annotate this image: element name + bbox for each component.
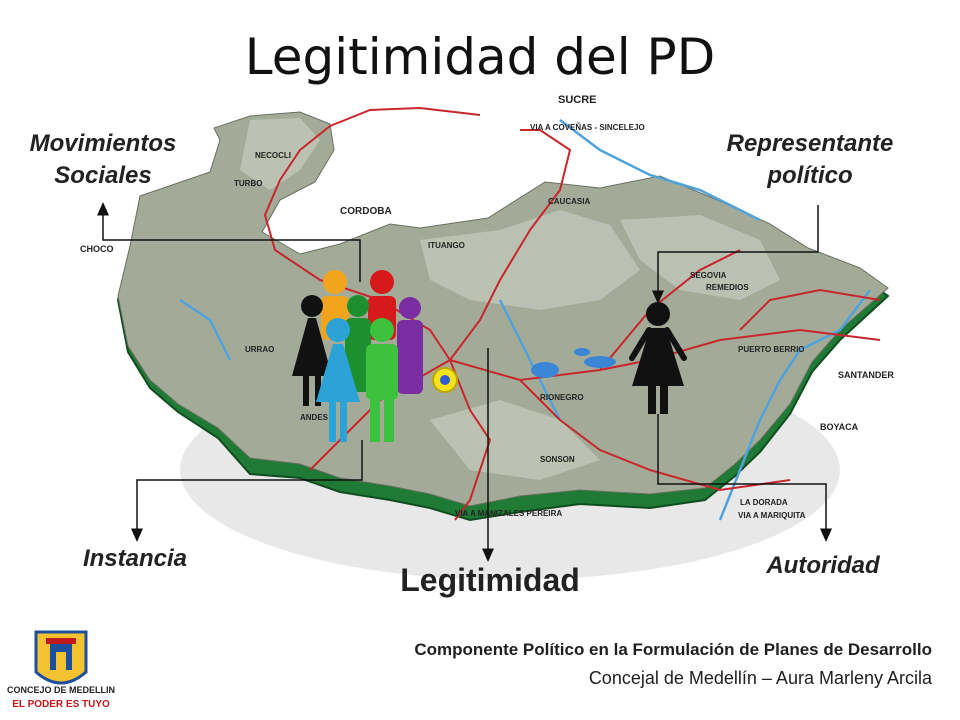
place-boyaca: BOYACA xyxy=(820,422,859,432)
place-via-mariquita: VIA A MARIQUITA xyxy=(738,511,806,520)
place-necocli: NECOCLI xyxy=(255,151,291,160)
label-movimientos-line2: Sociales xyxy=(54,162,152,189)
footer-author: Concejal de Medellín – Aura Marleny Arci… xyxy=(588,668,932,688)
place-turbo: TURBO xyxy=(234,179,262,188)
place-sucre: SUCRE xyxy=(558,94,597,106)
label-representante-line2: político xyxy=(767,162,853,189)
label-instancia: Instancia xyxy=(82,545,188,572)
label-representante-line1: Representante xyxy=(726,130,894,157)
place-urrao: URRAO xyxy=(245,345,274,354)
label-representante-politico: Representante político xyxy=(700,128,920,192)
concejo-logo-icon xyxy=(6,622,116,702)
place-santander: SANTANDER xyxy=(838,370,894,380)
medellin-marker xyxy=(432,367,458,393)
map-relief-patches xyxy=(240,118,780,480)
page-title: Legitimidad del PD xyxy=(244,28,716,86)
map-lakes xyxy=(531,348,616,378)
map-rivers xyxy=(179,119,871,521)
logo-text-slogan: EL PODER ES TUYO xyxy=(12,699,110,710)
place-via-manizales: VIA A MANIZALES PEREIRA xyxy=(455,509,562,518)
arrow-to-autoridad xyxy=(657,414,832,542)
map-roads xyxy=(263,106,881,521)
map-top-surface xyxy=(117,111,889,507)
place-sonson: SONSON xyxy=(540,455,575,464)
place-andes: ANDES xyxy=(300,413,329,422)
place-segovia: SEGOVIA xyxy=(690,271,727,280)
label-autoridad: Autoridad xyxy=(766,552,880,579)
logo-text-concejo: CONCEJO DE MEDELLIN xyxy=(6,685,115,695)
place-puerto-berrio: PUERTO BERRIO xyxy=(738,345,805,354)
label-movimientos-line1: Movimientos xyxy=(29,130,177,157)
place-caucasia: CAUCASIA xyxy=(548,197,590,206)
place-rionegro: RIONEGRO xyxy=(540,393,584,402)
label-legitimidad: Legitimidad xyxy=(400,562,580,598)
footer-subtitle: Componente Político en la Formulación de… xyxy=(414,640,932,659)
place-choco: CHOCO xyxy=(80,244,114,254)
label-movimientos-sociales: Movimientos Sociales xyxy=(8,128,198,192)
map-place-labels: SUCRE VIA A COVEÑAS - SINCELEJO CORDOBA … xyxy=(80,94,894,520)
place-la-dorada: LA DORADA xyxy=(740,498,788,507)
place-ituango: ITUANGO xyxy=(428,241,465,250)
social-movement-people-icon xyxy=(292,270,423,442)
place-remedios: REMEDIOS xyxy=(706,283,749,292)
place-via-covenas: VIA A COVEÑAS - SINCELEJO xyxy=(530,123,645,132)
arrow-to-instancia xyxy=(131,440,363,542)
arrow-from-representante xyxy=(652,205,819,304)
place-cordoba: CORDOBA xyxy=(340,206,392,217)
connector-lines xyxy=(97,202,832,562)
representative-woman-icon xyxy=(629,302,687,414)
arrow-to-movimientos xyxy=(97,202,361,282)
